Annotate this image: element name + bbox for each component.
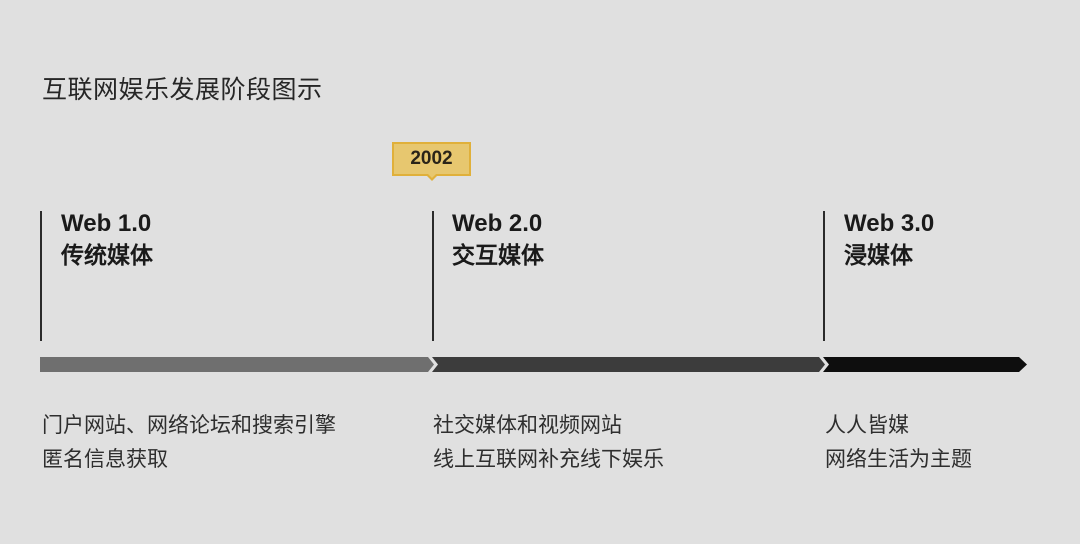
stage-3-header: Web 3.0 浸媒体 [844, 209, 934, 273]
segment-web2 [432, 357, 825, 372]
stage-3-version: Web 3.0 [844, 210, 935, 237]
year-marker-2002: 2002 [392, 142, 471, 176]
year-marker-label: 2002 [410, 148, 453, 169]
stage-1-desc-line-1: 门户网站、网络论坛和搜索引擎 [42, 413, 336, 437]
segment-web1 [40, 357, 434, 372]
diagram-title: 互联网娱乐发展阶段图示 [42, 75, 323, 104]
stage-2-description: 社交媒体和视频网站 线上互联网补充线下娱乐 [433, 408, 664, 476]
stage-3-description: 人人皆媒 网络生活为主题 [825, 408, 972, 476]
stage-1-desc-line-2: 匿名信息获取 [42, 447, 168, 471]
segment-web3 [823, 357, 1027, 372]
stage-3-desc-line-2: 网络生活为主题 [825, 447, 972, 471]
stage-2-header: Web 2.0 交互媒体 [452, 209, 544, 273]
stage-2-desc-line-2: 线上互联网补充线下娱乐 [433, 447, 664, 471]
stage-1-version: Web 1.0 [61, 210, 152, 237]
stage-1-divider [40, 211, 42, 341]
stage-1-header: Web 1.0 传统媒体 [61, 209, 153, 273]
stage-3-desc-line-1: 人人皆媒 [825, 413, 909, 437]
stage-1-name: 传统媒体 [61, 243, 153, 269]
stage-2-desc-line-1: 社交媒体和视频网站 [433, 413, 622, 437]
stage-2-version: Web 2.0 [452, 210, 543, 237]
timeline-arrow-icon [40, 357, 1027, 372]
marker-pointer-fill [427, 173, 437, 178]
timeline-bar [40, 357, 1030, 372]
stage-3-divider [823, 211, 825, 341]
stage-3-name: 浸媒体 [844, 243, 913, 269]
stage-2-name: 交互媒体 [452, 243, 544, 269]
stage-1-description: 门户网站、网络论坛和搜索引擎 匿名信息获取 [42, 408, 336, 476]
stage-2-divider [432, 211, 434, 341]
